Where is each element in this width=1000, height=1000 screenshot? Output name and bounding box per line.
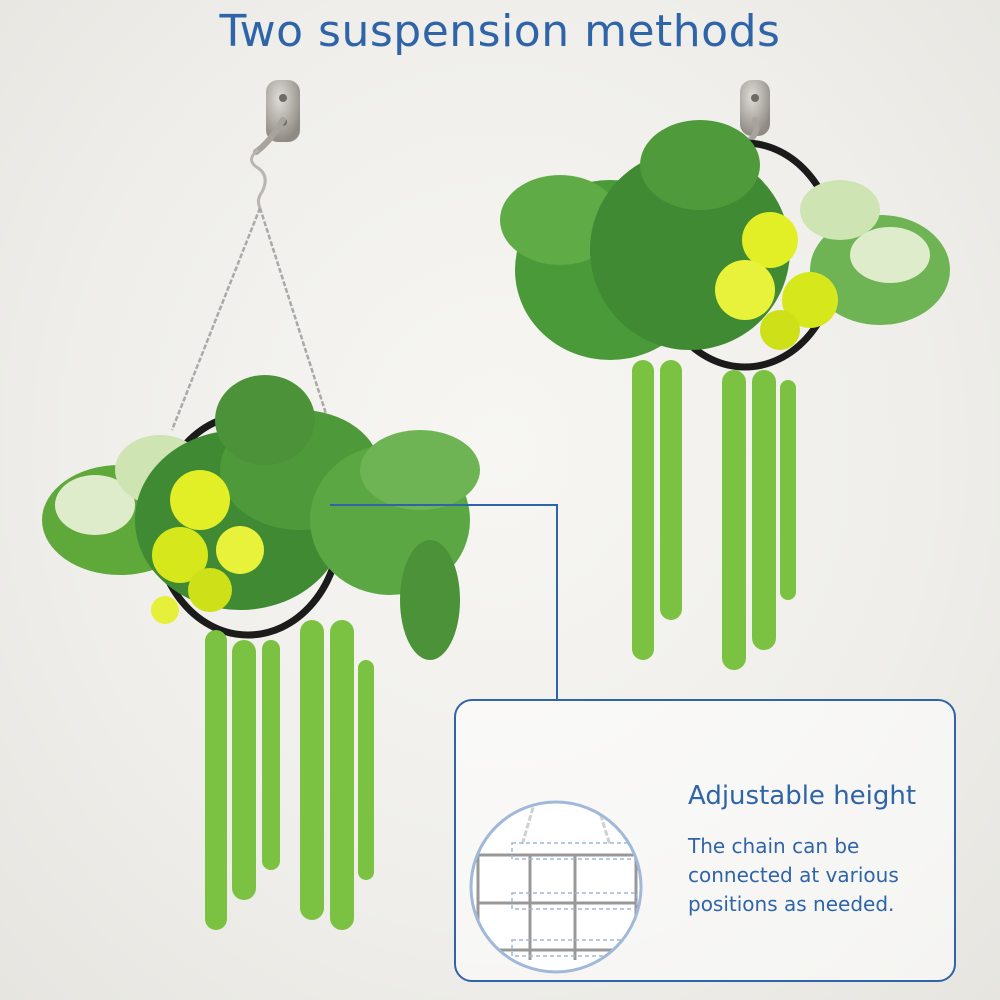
trailing-vines <box>205 620 374 930</box>
yellow-flowers <box>151 470 264 624</box>
callout-connector <box>330 504 558 699</box>
left-hanging-basket <box>42 80 480 930</box>
chain-left <box>170 207 262 431</box>
right-hanging-basket <box>500 80 950 670</box>
yellow-flowers <box>715 212 838 350</box>
foliage-cluster <box>42 375 480 660</box>
wall-hook-icon <box>253 80 300 155</box>
trailing-vines <box>632 360 796 670</box>
callout-description: The chain can be connected at various po… <box>688 834 899 916</box>
adjustable-height-callout <box>454 699 956 982</box>
chain-right <box>258 207 330 421</box>
page-title: Two suspension methods <box>219 6 781 57</box>
wall-hook-icon <box>740 80 770 145</box>
callout-heading: Adjustable height <box>688 781 917 811</box>
foliage-cluster <box>500 120 950 360</box>
